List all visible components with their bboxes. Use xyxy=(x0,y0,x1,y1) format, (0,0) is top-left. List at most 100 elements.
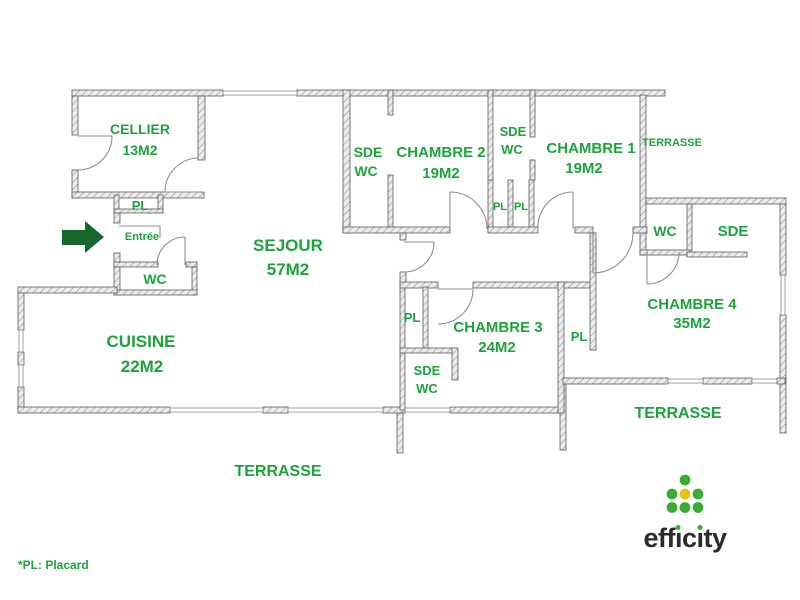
label-pl-cellier: PL xyxy=(132,198,149,213)
label-sejour: SEJOUR xyxy=(253,236,323,255)
door-arc xyxy=(437,288,474,325)
window xyxy=(222,90,298,96)
door-arc xyxy=(403,241,435,273)
doors xyxy=(77,135,680,325)
wall xyxy=(113,212,121,224)
entry-arrow-icon xyxy=(62,221,104,253)
label-chambre2-area: 19M2 xyxy=(422,165,460,182)
wall xyxy=(396,412,404,454)
window xyxy=(667,378,704,384)
wall xyxy=(17,351,25,366)
label-chambre3-area: 24M2 xyxy=(478,339,516,356)
door-arc xyxy=(164,157,200,193)
wordmark-green-i: ı xyxy=(674,523,683,553)
walls xyxy=(17,89,787,454)
wall xyxy=(399,347,458,354)
wall xyxy=(779,314,787,434)
wall xyxy=(262,406,289,414)
label-wc-right: WC xyxy=(653,223,676,239)
wall xyxy=(451,347,459,381)
room-labels: CELLIER 13M2 SDE WC CHAMBRE 2 19M2 SDE W… xyxy=(18,121,748,572)
wall xyxy=(113,261,159,268)
wall xyxy=(342,226,451,234)
wall xyxy=(449,406,564,414)
wall xyxy=(342,89,351,234)
wall xyxy=(387,89,394,116)
efficity-logo: effıcıty xyxy=(622,474,748,552)
label-chambre4: CHAMBRE 4 xyxy=(647,296,737,313)
wall xyxy=(113,289,198,296)
wall xyxy=(17,286,118,294)
wall xyxy=(71,89,224,97)
wall xyxy=(528,179,535,229)
wall xyxy=(185,261,198,268)
window xyxy=(18,364,24,388)
wall xyxy=(779,203,787,276)
label-cellier-area: 13M2 xyxy=(122,142,157,158)
window xyxy=(169,407,264,413)
door-arc xyxy=(646,251,680,285)
wall xyxy=(296,89,666,97)
label-chambre1: CHAMBRE 1 xyxy=(546,140,635,157)
wall xyxy=(487,226,539,234)
wordmark-part: ty xyxy=(703,523,728,553)
logo-dot xyxy=(666,488,678,500)
wall xyxy=(17,406,171,414)
label-pl-chambre3: PL xyxy=(404,310,421,325)
window xyxy=(751,378,778,384)
wall xyxy=(557,281,565,414)
label-cuisine-area: 22M2 xyxy=(121,357,164,376)
label-chambre4-area: 35M2 xyxy=(673,315,711,332)
label-pl-hall-2: PL xyxy=(514,201,528,213)
wordmark-part: eff xyxy=(643,523,675,553)
wall xyxy=(686,251,748,258)
wall xyxy=(645,197,787,205)
wall xyxy=(472,281,591,289)
wall xyxy=(776,377,786,385)
wall xyxy=(17,292,25,331)
wall xyxy=(399,232,407,241)
wall xyxy=(71,191,205,199)
label-sde-wc-mid-1: SDE xyxy=(500,124,527,139)
label-sde-wc-bottom-2: WC xyxy=(416,381,438,396)
wall xyxy=(507,179,514,229)
door-arc xyxy=(592,232,634,274)
door-arc xyxy=(449,191,488,230)
label-pl-chambre4: PL xyxy=(571,329,588,344)
label-chambre2: CHAMBRE 2 xyxy=(396,144,485,161)
logo-dot xyxy=(666,502,678,513)
wall xyxy=(562,377,669,385)
label-terrasse-bottom-right: TERRASSE xyxy=(634,405,721,422)
door-arc xyxy=(77,135,113,171)
wall xyxy=(113,208,164,214)
wall xyxy=(529,89,536,138)
wall xyxy=(702,377,753,385)
window xyxy=(780,274,786,316)
door-arc xyxy=(537,191,574,230)
logo-dot xyxy=(692,488,704,500)
label-sde-wc-mid-2: WC xyxy=(501,142,523,157)
efficity-dots-icon xyxy=(666,474,704,513)
wall xyxy=(686,203,693,256)
wordmark-green-i: ı xyxy=(696,523,705,553)
wall xyxy=(399,281,439,289)
label-pl-hall-1: PL xyxy=(493,201,507,213)
label-chambre3: CHAMBRE 3 xyxy=(453,319,542,336)
wall xyxy=(574,226,594,234)
logo-dot xyxy=(679,502,691,513)
wall xyxy=(197,95,206,161)
label-terrasse-bottom-left: TERRASSE xyxy=(234,463,321,480)
footnote-pl-placard: *PL: Placard xyxy=(18,558,89,572)
wall xyxy=(529,159,536,181)
logo-dot xyxy=(679,474,691,486)
door-arc xyxy=(156,236,186,266)
label-sde-wc-top-2: WC xyxy=(354,163,377,179)
label-sde-wc-top-1: SDE xyxy=(354,144,383,160)
wall xyxy=(487,89,494,181)
window xyxy=(18,329,24,353)
label-entree: Entrée xyxy=(125,231,159,243)
label-cuisine: CUISINE xyxy=(107,332,176,351)
wall xyxy=(71,95,79,136)
